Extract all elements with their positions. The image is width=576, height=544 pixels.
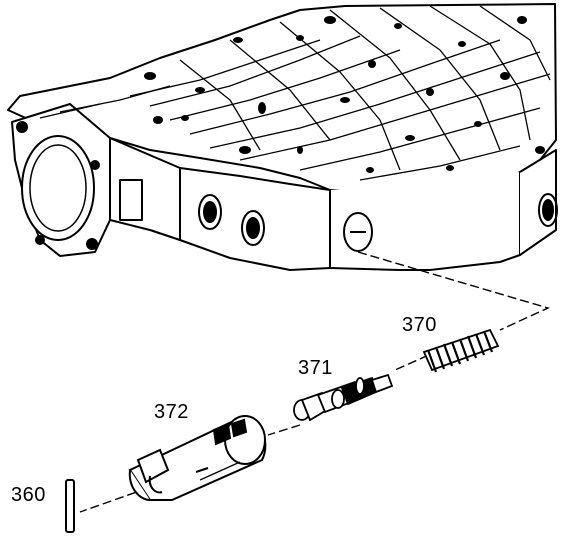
valve-spool-371 [293, 373, 394, 422]
callout-370: 370 [402, 314, 437, 336]
callout-360: 360 [11, 484, 46, 506]
callout-371: 371 [298, 357, 333, 379]
valve-body [7, 3, 558, 271]
pin-360 [65, 479, 75, 533]
spring-370 [422, 328, 500, 373]
callout-372: 372 [154, 401, 189, 423]
sleeve-372 [128, 415, 267, 501]
